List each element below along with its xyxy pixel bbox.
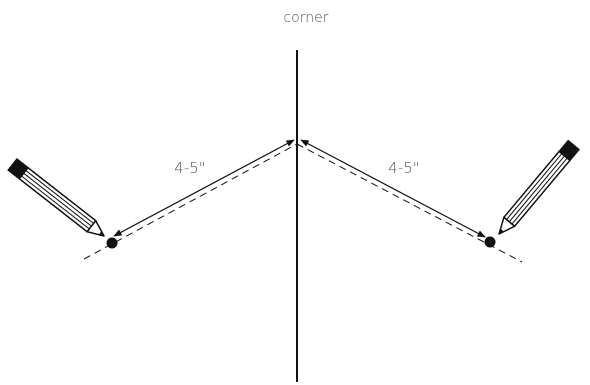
left-marker-dot <box>106 237 118 249</box>
left-measurement-arrow <box>113 139 295 237</box>
left-pencil-icon <box>7 158 105 237</box>
corner-label: corner <box>283 10 328 26</box>
right-measurement-arrow <box>300 139 486 238</box>
right-distance-label: 4-5" <box>388 159 419 177</box>
right-pencil-icon <box>498 139 580 235</box>
right-marker-dot <box>484 236 496 248</box>
left-distance-label: 4-5" <box>174 159 205 177</box>
